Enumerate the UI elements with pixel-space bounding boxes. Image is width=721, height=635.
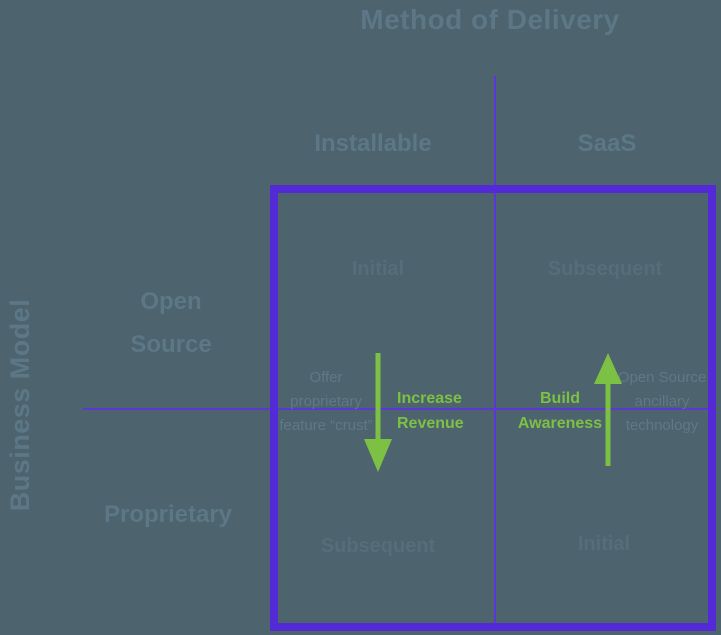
note-line: Open Source xyxy=(617,369,707,386)
quadrant-label-bottom-left: Subsequent xyxy=(320,535,436,557)
quadrant-label-bottom-right: Initial xyxy=(577,533,631,555)
chart-title: Method of Delivery xyxy=(360,4,620,35)
note-offer-proprietary: Offer proprietary feature “crust” xyxy=(271,366,381,438)
label-build-awareness: Build Awareness xyxy=(510,386,610,436)
label-increase-revenue: Increase Revenue xyxy=(397,386,487,436)
arrow-label-line: Revenue xyxy=(397,415,464,432)
note-line: ancillary xyxy=(634,393,690,410)
down-arrow-icon xyxy=(361,353,395,473)
note-line: feature “crust” xyxy=(279,417,373,434)
vertical-divider-line xyxy=(494,76,496,627)
row-label-line: Open xyxy=(140,288,202,315)
quadrant-label-top-right: Subsequent xyxy=(547,258,663,280)
row-label-proprietary: Proprietary xyxy=(103,501,233,528)
y-axis-label: Business Model xyxy=(5,298,35,512)
arrow-label-line: Awareness xyxy=(517,415,603,432)
up-arrow-icon xyxy=(591,353,625,468)
quadrant-label-top-left: Initial xyxy=(351,258,405,280)
column-header-saas: SaaS xyxy=(577,130,637,157)
row-label-line: Source xyxy=(130,331,212,358)
note-line: proprietary xyxy=(290,393,362,410)
arrow-label-line: Increase xyxy=(397,390,462,407)
note-line: technology xyxy=(625,417,699,434)
highlight-rectangle xyxy=(270,185,716,631)
row-label-open-source: Open Source xyxy=(91,280,251,366)
column-header-installable: Installable xyxy=(314,130,432,157)
arrow-label-line: Build xyxy=(540,390,580,407)
note-line: Offer xyxy=(309,369,343,386)
horizontal-divider-line xyxy=(83,408,708,410)
note-open-source-ancillary: Open Source ancillary technology xyxy=(607,366,717,438)
